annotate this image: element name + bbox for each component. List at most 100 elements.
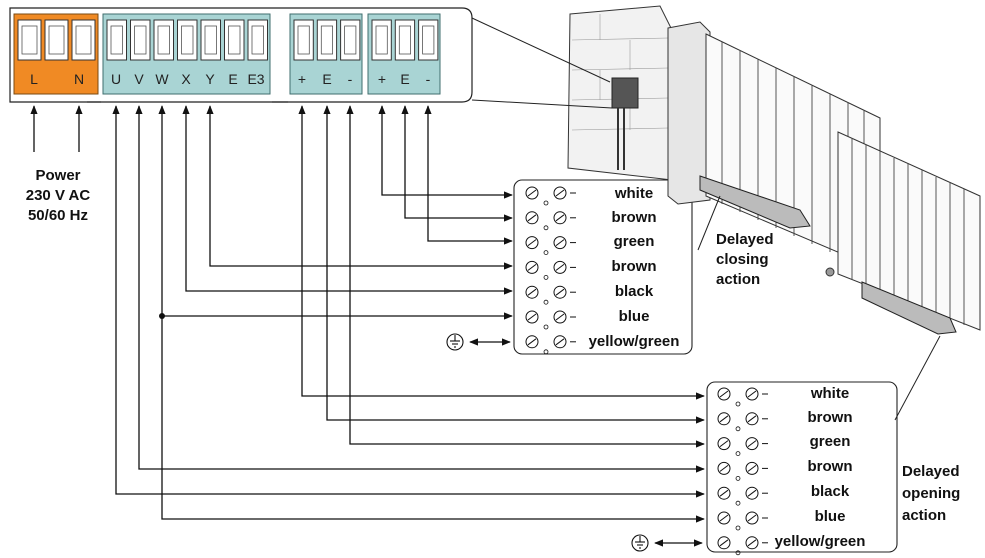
- opening-wire-green: green: [810, 433, 851, 450]
- closing-wire-brown-2: brown: [612, 258, 657, 275]
- terminal-screw-inner: [228, 25, 241, 55]
- closing-wire-black: black: [615, 283, 654, 300]
- encoder-terminal-block-1: + E -: [289, 13, 363, 95]
- screw-slot: [747, 415, 757, 423]
- wires-closing-motor: [162, 105, 513, 320]
- terminal-screw-inner: [398, 25, 411, 55]
- opening-wire-brown-1: brown: [808, 409, 853, 426]
- opening-label-line3: action: [902, 507, 946, 524]
- encoder-terminal-block-2: + E -: [367, 13, 441, 95]
- terminal-label-X: X: [181, 71, 191, 87]
- control-board-outline: [9, 7, 473, 103]
- terminal-screw-cell: [200, 19, 221, 61]
- screw-slot: [719, 390, 729, 398]
- terminal-screw-cell: [394, 19, 416, 61]
- screw-slot: [527, 338, 537, 346]
- screw-slot: [527, 239, 537, 247]
- screw-slot: [527, 288, 537, 296]
- strip-hole: [543, 250, 549, 256]
- terminal-screw-cell: [71, 19, 96, 61]
- strip-hole: [543, 200, 549, 206]
- screw-slot: [555, 263, 565, 271]
- ground-icon: [631, 534, 649, 552]
- terminal-screw-cell: [340, 19, 361, 61]
- terminal-screw-cell: [44, 19, 69, 61]
- terminal-screw-inner: [134, 25, 147, 55]
- terminal-screw-inner: [157, 25, 170, 55]
- opening-motor-terminal-strip: white brown green brown black blue yello…: [706, 381, 898, 556]
- strip-hole: [735, 525, 741, 531]
- terminal-screw-inner: [320, 25, 333, 55]
- screw-slot: [747, 514, 757, 522]
- terminal-screw-cell: [247, 19, 268, 61]
- closing-wire-yellow-green: yellow/green: [589, 333, 680, 350]
- strip-hole: [735, 451, 741, 457]
- screw-slot: [527, 214, 537, 222]
- terminal-screw-inner: [48, 25, 65, 55]
- screw-slot: [747, 440, 757, 448]
- screw-slot: [719, 539, 729, 547]
- closing-wire-white: white: [614, 185, 653, 202]
- screw-slot: [747, 464, 757, 472]
- terminal-screw-inner: [344, 25, 357, 55]
- terminal-screw-cell: [418, 19, 439, 61]
- terminal-screw-cell: [130, 19, 151, 61]
- opening-wire-brown-2: brown: [808, 458, 853, 475]
- screw-slot: [527, 189, 537, 197]
- ground-icon: [446, 333, 464, 351]
- terminal-screw-cell: [224, 19, 245, 61]
- terminal-label-E: E: [228, 71, 237, 87]
- terminal-screw-cell: [371, 19, 392, 61]
- closing-action-label: Delayed closing action: [716, 231, 774, 288]
- terminal-screw-cell: [17, 19, 42, 61]
- opening-label-line2: opening: [902, 485, 960, 502]
- terminal-screw-inner: [21, 25, 38, 55]
- terminal-label-N: N: [74, 71, 84, 87]
- screw-slot: [555, 239, 565, 247]
- closing-label-line2: closing: [716, 251, 769, 268]
- closing-wire-blue: blue: [619, 308, 650, 325]
- screw-slot: [555, 214, 565, 222]
- terminal-screw-cell: [153, 19, 174, 61]
- screw-slot: [719, 464, 729, 472]
- closing-wire-brown-1: brown: [612, 209, 657, 226]
- wires-opening-motor: [112, 105, 705, 523]
- screw-slot: [747, 390, 757, 398]
- strip-hole: [543, 349, 549, 355]
- screw-slot: [719, 440, 729, 448]
- strip-hole: [543, 225, 549, 231]
- gate-illustration: [471, 5, 981, 421]
- terminal-label-E-1: E: [322, 71, 331, 87]
- terminal-screw-cell: [293, 19, 314, 61]
- power-label-line2: 230 V AC: [26, 187, 91, 204]
- terminal-label-V: V: [134, 71, 144, 87]
- power-label-line3: 50/60 Hz: [28, 207, 88, 224]
- screw-slot: [555, 189, 565, 197]
- screw-slot: [719, 415, 729, 423]
- terminal-label-U: U: [111, 71, 121, 87]
- strip-hole: [735, 475, 741, 481]
- screw-slot: [719, 489, 729, 497]
- closing-motor-terminal-strip: white brown green brown black blue yello…: [513, 179, 693, 355]
- motor-terminal-block: U V W X Y E E3: [102, 13, 271, 95]
- strip-hole: [735, 426, 741, 432]
- terminal-label-W: W: [155, 71, 169, 87]
- terminal-screw-inner: [181, 25, 194, 55]
- opening-wire-blue: blue: [815, 508, 846, 525]
- screw-slot: [555, 338, 565, 346]
- terminal-screw-inner: [204, 25, 217, 55]
- ground-connection-opening: [631, 534, 703, 552]
- screw-slot: [747, 539, 757, 547]
- terminal-label-L: L: [30, 71, 38, 87]
- terminal-label-plus-2: +: [378, 71, 386, 87]
- strip-hole: [735, 550, 741, 556]
- opening-wire-white: white: [810, 385, 849, 402]
- strip-hole: [735, 401, 741, 407]
- terminal-label-E3: E3: [247, 71, 264, 87]
- strip-hole: [543, 324, 549, 330]
- power-terminal-block: L N: [13, 13, 99, 95]
- screw-slot: [747, 489, 757, 497]
- terminal-screw-cell: [177, 19, 198, 61]
- terminal-screw-inner: [375, 25, 388, 55]
